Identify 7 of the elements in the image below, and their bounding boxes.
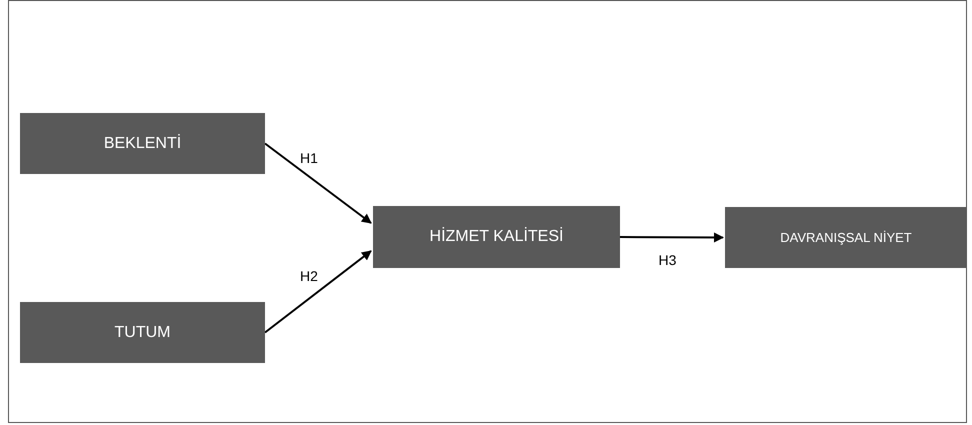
arrow bbox=[264, 142, 372, 224]
construct-box: BEKLENTİ bbox=[20, 113, 265, 174]
construct-box: TUTUM bbox=[20, 302, 265, 363]
arrow bbox=[264, 250, 372, 334]
construct-box: HİZMET KALİTESİ bbox=[373, 206, 620, 268]
construct-box: DAVRANIŞSAL NİYET bbox=[725, 207, 967, 268]
arrow bbox=[620, 232, 724, 242]
